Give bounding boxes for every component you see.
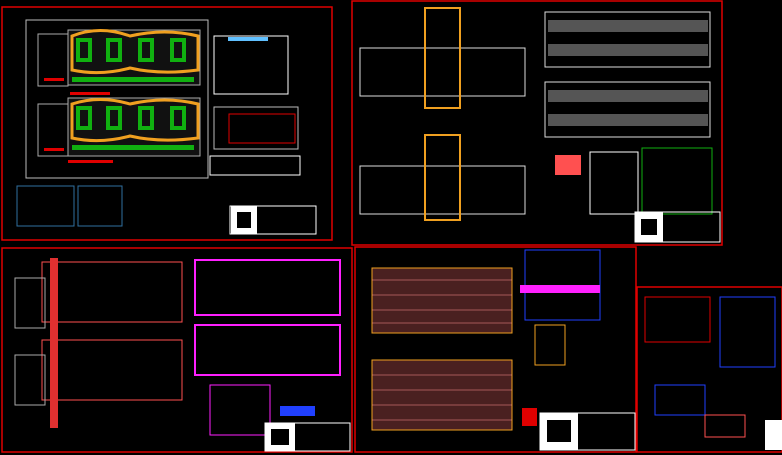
lattice-band	[548, 114, 708, 126]
schedule	[14, 277, 46, 329]
sheet-details[interactable]	[636, 286, 782, 453]
wiring-box	[228, 113, 296, 144]
schedule-table	[644, 296, 711, 343]
sheet-roof-framing[interactable]	[354, 246, 637, 453]
elevation-front	[544, 11, 711, 68]
lattice-band	[548, 20, 708, 32]
roof-plan-lower	[371, 359, 513, 431]
sheet-border	[1, 247, 353, 453]
floor-plan-lower	[359, 165, 526, 215]
wiring-diagram	[213, 106, 299, 150]
lattice-band	[548, 90, 708, 102]
sheet-landscape-plans[interactable]	[1, 6, 333, 241]
sheet-border	[1, 6, 333, 241]
logo-box	[765, 420, 782, 450]
detail	[209, 384, 271, 436]
schedule-table	[209, 155, 301, 176]
section-elevation-lower	[194, 324, 341, 376]
plan-frame	[25, 19, 209, 179]
structural-plan-lower	[41, 339, 183, 401]
structural-plan-upper	[41, 261, 183, 323]
legend-table	[641, 147, 713, 215]
sheet-floor-plans-elevations[interactable]	[351, 0, 723, 246]
section-elevation-upper	[194, 259, 341, 316]
legend-table-1	[16, 185, 75, 227]
stair-core-lower	[424, 134, 461, 221]
roof-plan-upper	[371, 267, 513, 334]
section-detail	[534, 324, 566, 366]
sheet-border	[351, 0, 723, 246]
landscape-plan-upper	[37, 29, 201, 95]
notes-block	[589, 151, 639, 215]
symbol-detail	[555, 155, 581, 175]
landscape-plan-lower	[37, 97, 201, 163]
label-strip	[280, 406, 315, 416]
hatch-strip	[228, 37, 268, 41]
truss	[520, 285, 600, 293]
legend-table-2	[77, 185, 123, 227]
detail	[704, 414, 746, 438]
column-line	[50, 258, 58, 428]
sheet-structural-plans[interactable]	[1, 247, 353, 453]
detail	[654, 384, 706, 416]
elevation-detail	[213, 35, 289, 95]
floor-plan-upper	[359, 47, 526, 97]
lattice-band	[548, 44, 708, 56]
title-block	[229, 205, 317, 235]
hatch	[372, 279, 512, 421]
footing-detail	[719, 296, 776, 368]
stair-core-upper	[424, 7, 461, 109]
sheet-border	[636, 286, 782, 453]
schedule	[14, 354, 46, 406]
elevation-rear	[544, 81, 711, 138]
sheet-border	[354, 246, 637, 453]
red-detail	[522, 408, 537, 426]
